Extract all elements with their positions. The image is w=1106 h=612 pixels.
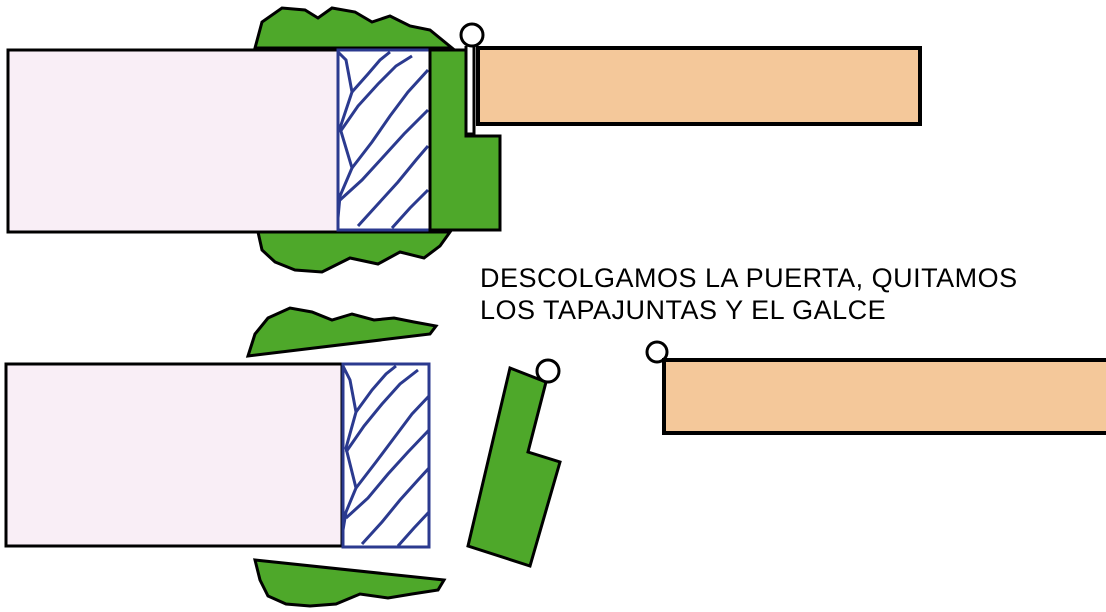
- caption-line-1: DESCOLGAMOS LA PUERTA, QUITAMOS: [480, 263, 1018, 293]
- disassembled-state: [4, 306, 1106, 608]
- bottom-door-hinge: [645, 340, 669, 364]
- bottom-wall: [4, 362, 344, 548]
- bottom-lower-trim: [253, 558, 447, 608]
- top-lower-trim: [256, 230, 453, 274]
- top-door-leaf: [476, 46, 922, 126]
- caption-line-2: LOS TAPAJUNTAS Y EL GALCE: [480, 295, 887, 325]
- top-hinge-leaf: [464, 46, 476, 136]
- bottom-galce-hinge: [535, 358, 561, 384]
- bottom-galce: [466, 365, 562, 568]
- top-upper-trim: [253, 6, 457, 50]
- bottom-upper-trim: [245, 306, 439, 358]
- top-door-frame: [336, 48, 432, 232]
- top-hinge: [459, 22, 485, 48]
- bottom-door-frame: [341, 362, 431, 549]
- assembled-state: [6, 6, 922, 274]
- top-wall: [6, 48, 342, 234]
- bottom-door-leaf: [662, 358, 1106, 435]
- caption: DESCOLGAMOS LA PUERTA, QUITAMOS LOS TAPA…: [480, 262, 1100, 326]
